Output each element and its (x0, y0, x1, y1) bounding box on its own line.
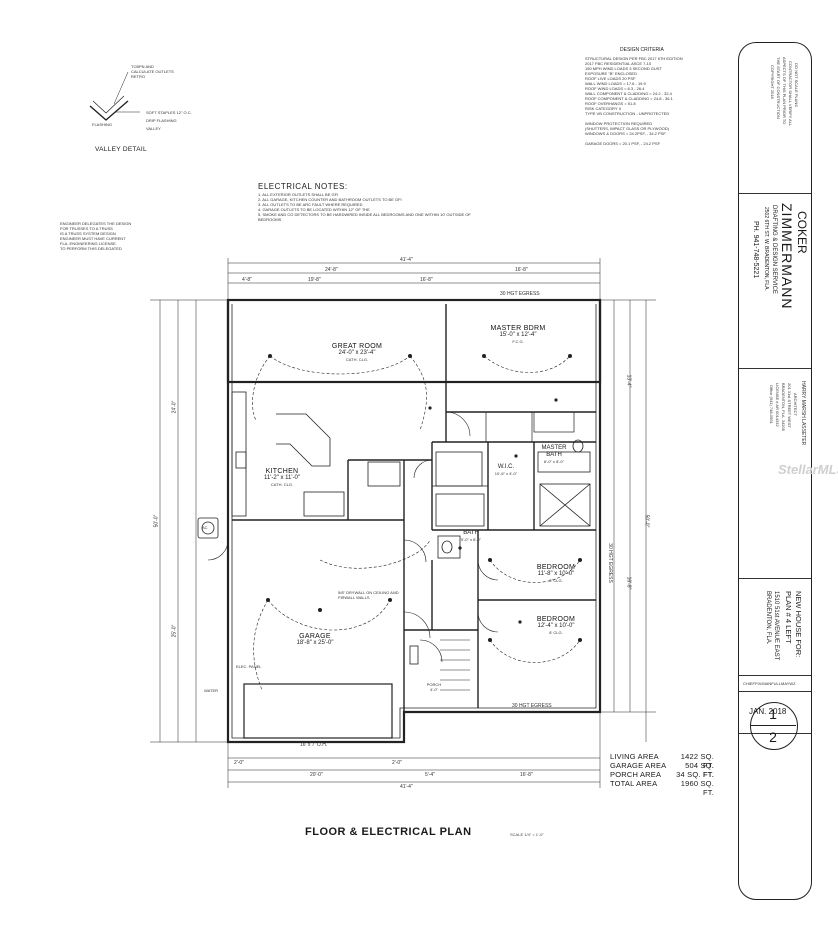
ac-unit-label: AC (202, 525, 208, 530)
electrical-symbols (266, 354, 582, 642)
dim-bottom-d: 2'-0" (234, 760, 244, 766)
architect-street: 201 31st STREET WEST (787, 383, 792, 428)
egress-bottom: 30 HGT EGRESS (512, 703, 552, 709)
interior-walls (232, 304, 596, 742)
dim-left-a: 24'-0" (171, 400, 178, 414)
dim-top-e: 16'-8" (420, 277, 433, 283)
dim-bottom-overall: 41'-4" (400, 784, 413, 790)
water-label: WATER (204, 688, 218, 693)
dim-bottom-c: 16'-8" (520, 772, 533, 778)
dim-bottom-b: 5'-4" (425, 772, 435, 778)
egress-side: 30 HGT EGRESS (606, 543, 613, 583)
room-garage: GARAGE 18'-8" x 25'-0" (296, 633, 334, 646)
copyright-line-3: ASPECTS OF THIS PLAN PRIOR TO (782, 57, 787, 125)
valley-note-1: TCBPN AND (131, 64, 154, 69)
room-master-bath: MASTER BATH 8'-0" x 8'-0" (541, 445, 567, 464)
sheet-total: 2 (769, 729, 777, 745)
electrical-circuits (252, 355, 581, 691)
design-criteria-list: STRUCTURAL DESIGN PER FBC 2017 6TH EDITI… (585, 56, 683, 146)
valley-note-4: SOFT STAPLES 12" O.C. (146, 110, 192, 115)
valley-note-7: FLASHING (92, 122, 113, 127)
dim-top-overall: 41'-4" (400, 257, 413, 263)
valley-note-3: RETRO (131, 74, 145, 79)
egress-top: 30 HGT EGRESS (500, 291, 540, 297)
watermark-logo: StellarMLS (778, 462, 838, 477)
copyright-line-2: CONTRACTOR SHALL VERIFY ALL (788, 61, 793, 127)
sheet-number-divider (750, 725, 796, 726)
sheet-number-circle (750, 702, 798, 750)
dim-bottom-e: 2'-0" (392, 760, 402, 766)
plan-scale: SCALE 1/4" = 1'-0" (510, 832, 544, 837)
dim-right-overall: 50'-0" (643, 514, 650, 528)
dim-bottom-a: 20'-0" (310, 772, 323, 778)
room-porch: PORCH 4'-0" (426, 682, 442, 692)
architect-city: BRADENTON, FLA. 34205 (781, 383, 786, 431)
dim-right-a: 13'-4" (625, 374, 632, 388)
electrical-notes-title: ELECTRICAL NOTES: (258, 182, 348, 191)
architect-name: HARRY MARSH LASSETER (800, 381, 806, 446)
valley-note-6: VALLEY (146, 126, 161, 131)
ac-unit (197, 517, 219, 539)
company-top: COKER (795, 211, 809, 254)
drywall-note: 5/8" DRYWALL ON CEILING AND FIRWALL WALL… (338, 590, 399, 600)
room-bedroom-1: BEDROOM 11'-8" x 10'-0" 8' CLG. (536, 564, 576, 583)
door-swings (207, 411, 499, 663)
electrical-notes-list: 1. ALL EXTERIOR OUTLETS SHALL BE GFI 2. … (258, 192, 471, 222)
plan-title: FLOOR & ELECTRICAL PLAN (305, 826, 472, 838)
architect-title: ARCHITECT (793, 393, 798, 416)
kitchen-counters (231, 391, 401, 517)
valley-detail-label: VALLEY DETAIL (95, 146, 147, 153)
copyright-line-4: THE START OF CONSTRUCTION (776, 57, 781, 119)
architect-phone: Office (941) 748-0951 (769, 385, 774, 424)
project-address: 1510 51st AVENUE EAST (773, 591, 779, 661)
sheet-number: 1 (769, 706, 777, 722)
company-sub: DRAFTING & DESIGN SERVICE (771, 205, 777, 294)
copyright-line-5: COPYRIGHT 2018 (770, 65, 775, 99)
project-city: BRADENTON, FLA. (765, 591, 771, 645)
exterior-walls (226, 298, 602, 744)
valley-note-2: CALCULATE OUTLETS (131, 69, 174, 74)
truss-engineer-note: ENGINEER DELEGATES THE DESIGN FOR TRUSSE… (60, 221, 132, 251)
room-kitchen: KITCHEN 11'-2" x 11'-0" CATH. CLG. (263, 468, 300, 487)
title-block: DO NOT SCALE PLANS CONTRACTOR SHALL VERI… (738, 42, 812, 900)
company-name: ZIMMERMANN (779, 203, 795, 310)
garage-door (243, 683, 393, 739)
company-address: 2502 6TH ST. W. BRADENTON, FLA. (763, 207, 769, 291)
project-heading: NEW HOUSE FOR: (794, 591, 803, 658)
company-phone: PH. 941-748-5221 (752, 221, 759, 279)
dim-top-c: 4'-8" (242, 277, 252, 283)
dim-top-b: 16'-8" (515, 267, 528, 273)
closets (432, 411, 575, 487)
dim-right-b: 16'-8" (625, 576, 632, 590)
design-criteria-title: DESIGN CRITERIA (620, 47, 664, 53)
architect-license: LICENSE # AR 0014332 (775, 383, 780, 427)
project-plan: PLAN # 4 LEFT (784, 591, 793, 644)
electrical-panel-label: ELEC. PANEL (236, 664, 262, 669)
dimension-lines (150, 258, 656, 788)
dim-left-overall: 50'-0" (153, 514, 160, 528)
room-bedroom-2: BEDROOM 12'-4" x 10'-0" 8' CLG. (536, 616, 576, 635)
dim-left-b: 25'-0" (171, 624, 178, 638)
valley-note-5: DRIP FLASHING (146, 118, 177, 123)
room-great-room: GREAT ROOM 24'-0" x 23'-4" CATH. CLG. (331, 343, 383, 362)
room-walk-in-closet: W.I.C. 10'-6" x 4'-0" (494, 464, 518, 476)
dim-top-a: 24'-8" (325, 267, 338, 273)
drawn-by: CHIEFFIX/MANFULLMAYWZ (743, 681, 796, 686)
dim-top-d: 19'-8" (308, 277, 321, 283)
room-bath: BATH 5'-0" x 8'-0" (460, 530, 482, 542)
dim-garage-door: 16' x 7' O.H. (300, 742, 328, 748)
copyright-line-1: DO NOT SCALE PLANS (794, 63, 799, 107)
room-master-bedroom: MASTER BDRM 15'-0" x 12'-4" F.C.G. (490, 325, 546, 344)
valley-detail-sketch (89, 71, 140, 121)
porch-steps (440, 639, 470, 691)
